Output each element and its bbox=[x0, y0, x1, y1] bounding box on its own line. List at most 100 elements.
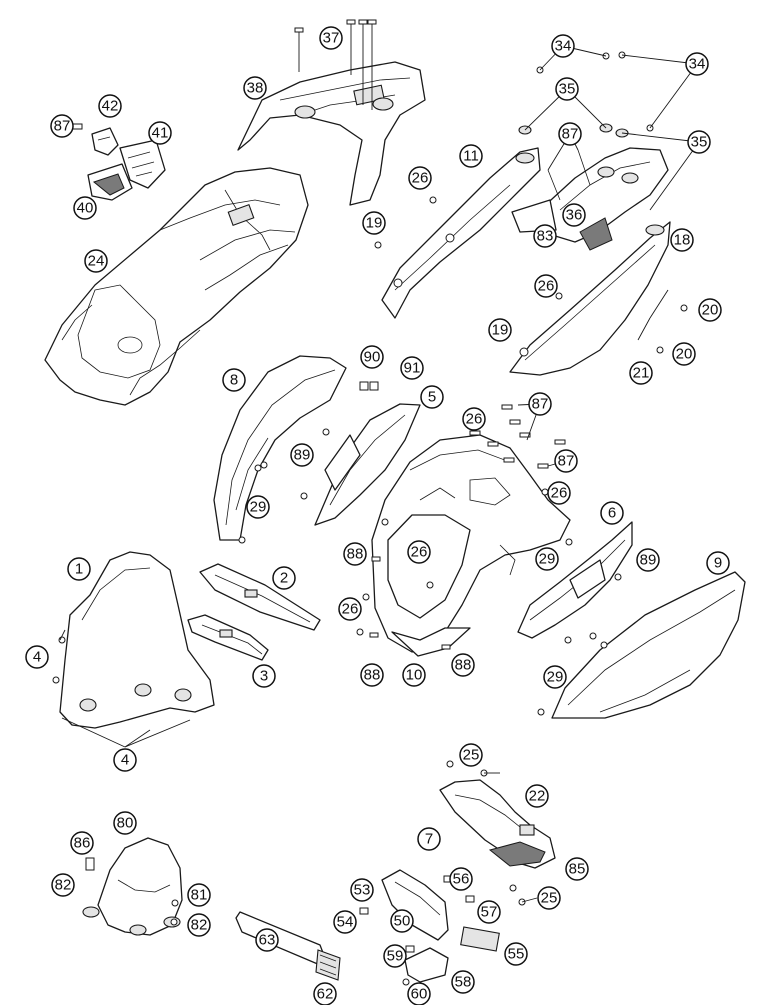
callout-c8: 8 bbox=[222, 368, 246, 392]
callout-label: 19 bbox=[366, 215, 383, 232]
callout-label: 20 bbox=[676, 346, 693, 363]
callout-label: 35 bbox=[559, 81, 576, 98]
callout-label: 83 bbox=[537, 228, 554, 245]
callout-c4b: 4 bbox=[113, 748, 137, 772]
callout-c82a: 82 bbox=[51, 873, 75, 897]
part-side-cover-left bbox=[381, 147, 541, 319]
callout-label: 22 bbox=[529, 788, 546, 805]
part-reflector-bracket bbox=[235, 911, 341, 981]
callout-c3: 3 bbox=[252, 664, 276, 688]
callout-label: 24 bbox=[88, 253, 105, 270]
callout-c26f: 26 bbox=[338, 597, 362, 621]
callout-label: 82 bbox=[191, 917, 208, 934]
callout-c34a: 34 bbox=[551, 34, 575, 58]
callout-label: 86 bbox=[74, 835, 91, 852]
callout-c87b: 87 bbox=[558, 122, 582, 146]
callout-c90: 90 bbox=[360, 345, 384, 369]
callout-c35b: 35 bbox=[687, 130, 711, 154]
callout-c29b: 29 bbox=[535, 547, 559, 571]
callout-label: 26 bbox=[342, 601, 359, 618]
callout-label: 34 bbox=[689, 56, 706, 73]
callout-c19b: 19 bbox=[488, 318, 512, 342]
callout-c20b: 20 bbox=[672, 342, 696, 366]
callout-label: 85 bbox=[569, 861, 586, 878]
callout-c24: 24 bbox=[84, 249, 108, 273]
callout-label: 6 bbox=[608, 505, 616, 522]
part-plate-holder bbox=[359, 869, 500, 986]
callout-label: 4 bbox=[121, 752, 129, 769]
callout-c87c: 87 bbox=[528, 392, 552, 416]
callout-label: 29 bbox=[539, 551, 556, 568]
part-inner-panel-right bbox=[517, 521, 633, 639]
callout-c60: 60 bbox=[407, 982, 431, 1005]
callout-c42: 42 bbox=[98, 94, 122, 118]
callout-c6: 6 bbox=[600, 501, 624, 525]
callout-label: 60 bbox=[411, 986, 428, 1003]
callout-label: 37 bbox=[323, 30, 340, 47]
callout-c4a: 4 bbox=[25, 645, 49, 669]
callout-c62: 62 bbox=[313, 982, 337, 1005]
callout-c91: 91 bbox=[400, 356, 424, 380]
callout-label: 59 bbox=[387, 948, 404, 965]
callout-c82b: 82 bbox=[187, 913, 211, 937]
callout-label: 20 bbox=[702, 302, 719, 319]
callout-label: 88 bbox=[347, 546, 364, 563]
callout-c53: 53 bbox=[350, 878, 374, 902]
callout-c9: 9 bbox=[706, 551, 730, 575]
callout-c22: 22 bbox=[525, 784, 549, 808]
callout-label: 9 bbox=[714, 555, 722, 572]
callout-c19a: 19 bbox=[362, 211, 386, 235]
callout-c26e: 26 bbox=[407, 540, 431, 564]
callout-label: 25 bbox=[463, 747, 480, 764]
callout-c18: 18 bbox=[670, 228, 694, 252]
callout-c63: 63 bbox=[255, 928, 279, 952]
callout-c55: 55 bbox=[504, 942, 528, 966]
callout-label: 87 bbox=[54, 118, 71, 135]
callout-label: 26 bbox=[411, 544, 428, 561]
part-inner-panel-left bbox=[314, 403, 421, 526]
callout-label: 81 bbox=[191, 887, 208, 904]
callout-c20a: 20 bbox=[698, 298, 722, 322]
callout-c58: 58 bbox=[451, 970, 475, 994]
part-loose-hardware bbox=[170, 51, 688, 926]
callout-label: 88 bbox=[364, 667, 381, 684]
callout-c34b: 34 bbox=[685, 52, 709, 76]
part-rear-rack bbox=[237, 19, 426, 206]
callout-c10: 10 bbox=[402, 663, 426, 687]
callout-label: 80 bbox=[117, 815, 134, 832]
part-shroud-right bbox=[551, 571, 746, 719]
callout-label: 58 bbox=[455, 974, 472, 991]
part-instrument-cover bbox=[82, 837, 183, 936]
callout-label: 29 bbox=[547, 669, 564, 686]
callout-label: 89 bbox=[294, 447, 311, 464]
callout-label: 57 bbox=[481, 904, 498, 921]
callout-c25b: 25 bbox=[537, 886, 561, 910]
callout-label: 26 bbox=[412, 170, 429, 187]
callout-c5: 5 bbox=[420, 385, 444, 409]
callout-c26d: 26 bbox=[547, 481, 571, 505]
callout-label: 35 bbox=[691, 134, 708, 151]
callout-label: 55 bbox=[508, 946, 525, 963]
callout-label: 18 bbox=[674, 232, 691, 249]
callout-c57: 57 bbox=[477, 900, 501, 924]
part-side-cover-right bbox=[509, 221, 671, 376]
callout-c29c: 29 bbox=[543, 665, 567, 689]
callout-c26b: 26 bbox=[534, 274, 558, 298]
callout-c35a: 35 bbox=[555, 77, 579, 101]
callout-label: 10 bbox=[406, 667, 423, 684]
callout-c87a: 87 bbox=[50, 114, 74, 138]
callout-label: 38 bbox=[247, 80, 264, 97]
callout-c59: 59 bbox=[383, 944, 407, 968]
callout-label: 42 bbox=[102, 98, 119, 115]
callout-label: 87 bbox=[562, 126, 579, 143]
callout-label: 82 bbox=[55, 877, 72, 894]
callout-c29a: 29 bbox=[246, 495, 270, 519]
callout-label: 19 bbox=[492, 322, 509, 339]
callout-label: 53 bbox=[354, 882, 371, 899]
callout-label: 1 bbox=[75, 561, 83, 578]
callout-c89b: 89 bbox=[636, 548, 660, 572]
callout-label: 88 bbox=[455, 657, 472, 674]
callout-c37: 37 bbox=[319, 26, 343, 50]
callout-label: 29 bbox=[250, 499, 267, 516]
